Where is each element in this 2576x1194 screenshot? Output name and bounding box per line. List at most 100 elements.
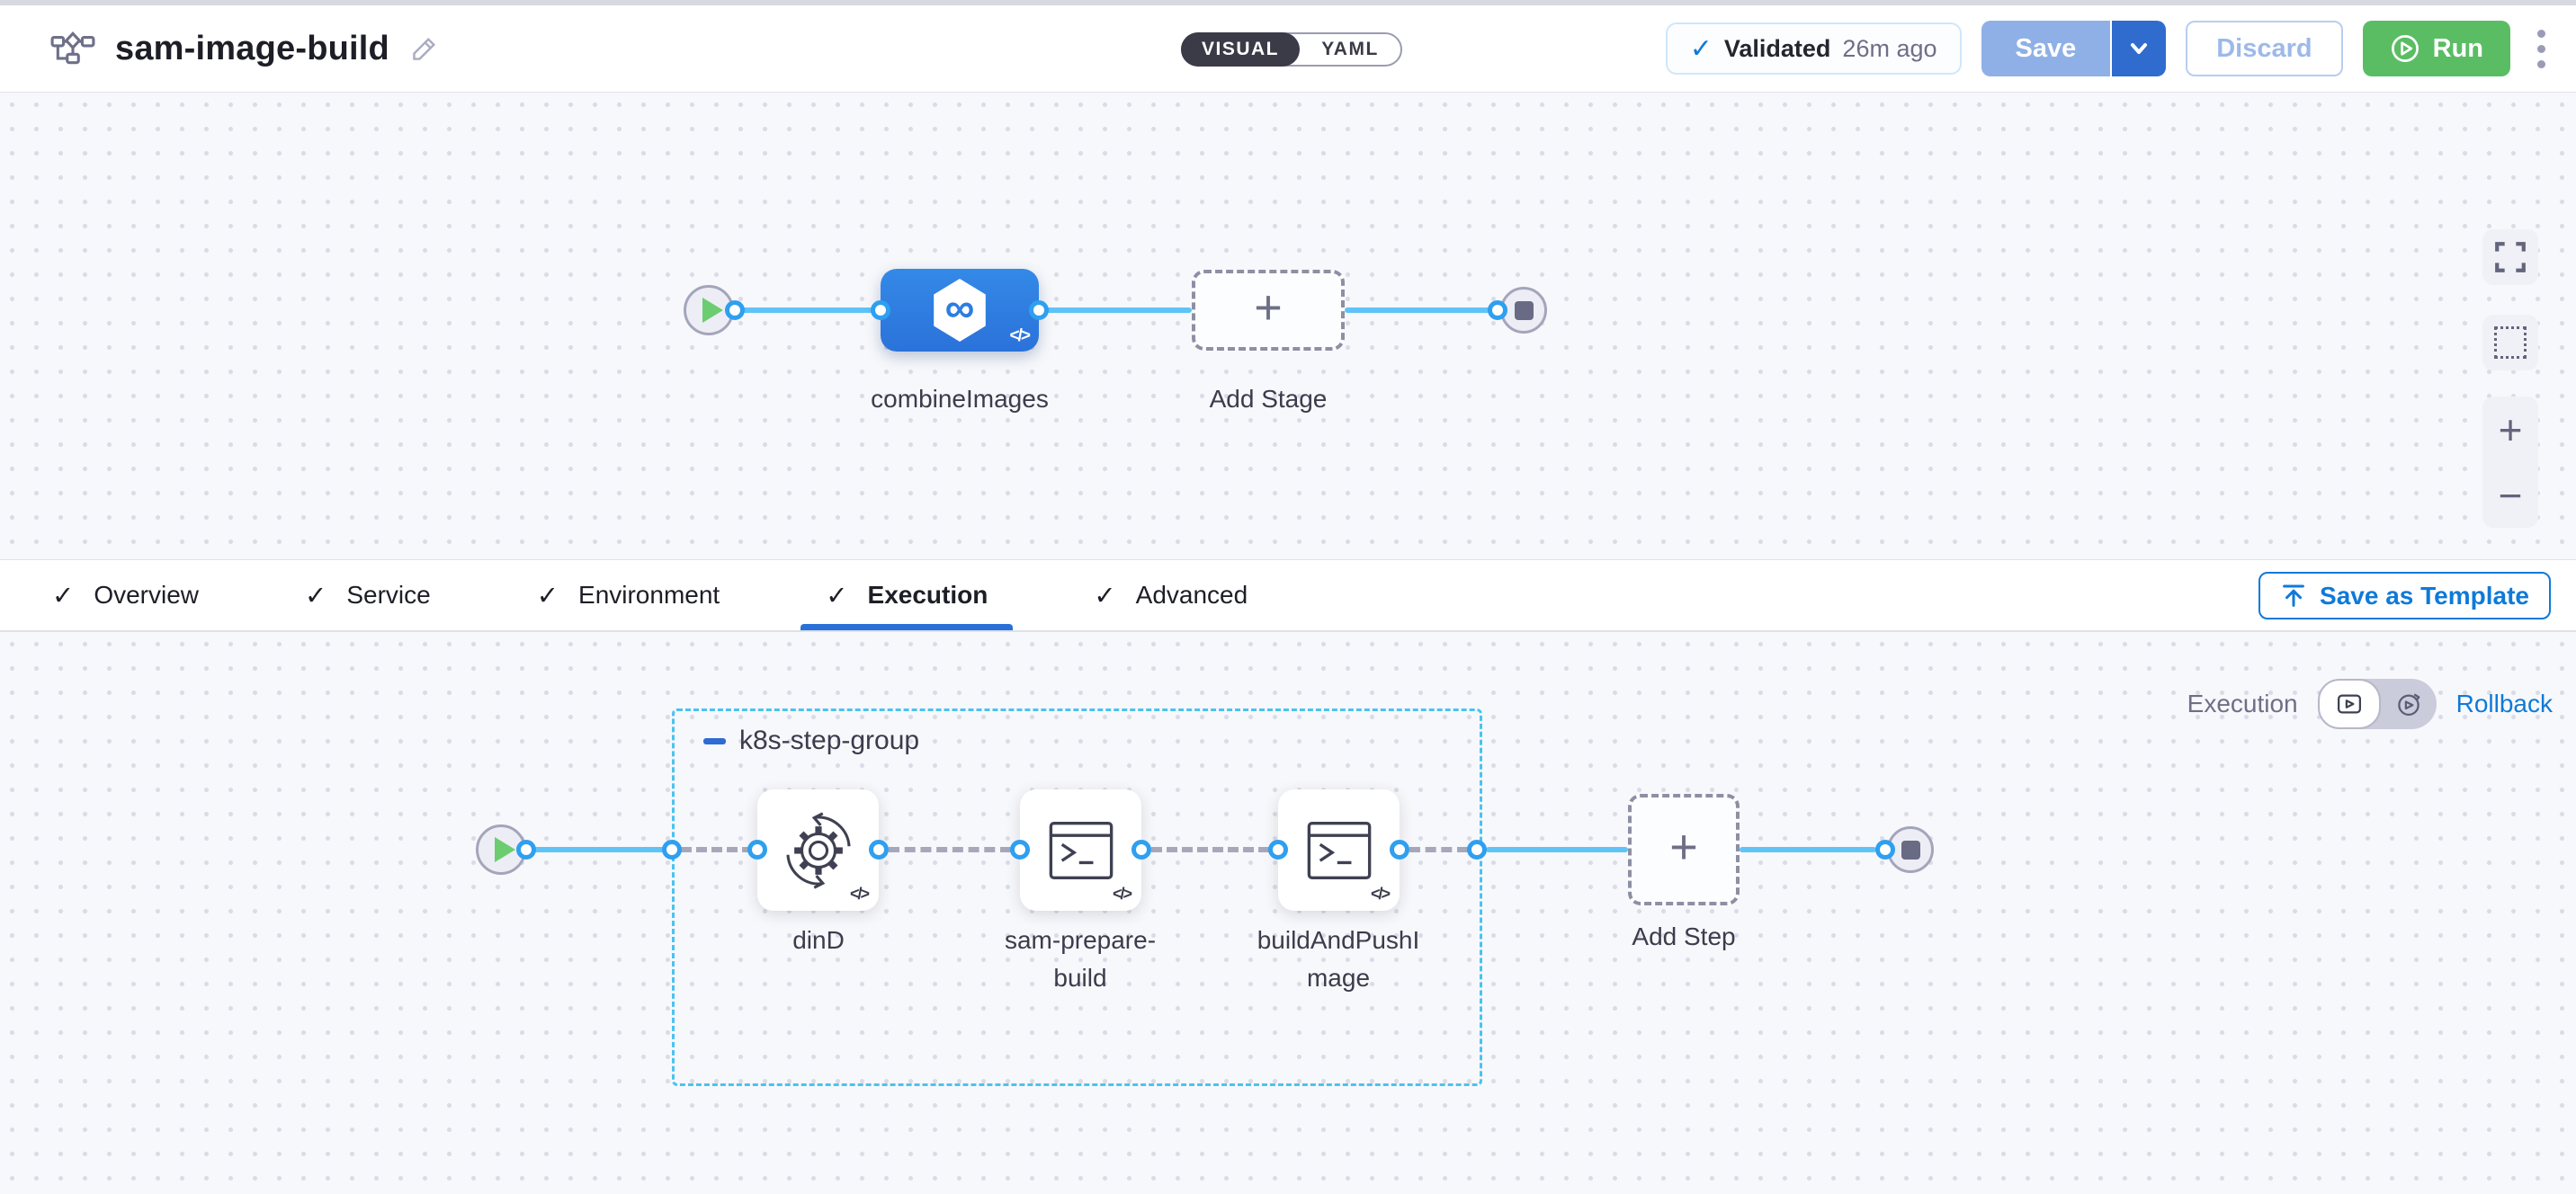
gear-sync-icon xyxy=(785,811,851,889)
discard-button[interactable]: Discard xyxy=(2186,21,2343,76)
connector-line xyxy=(1039,307,1192,313)
add-step-button[interactable]: + xyxy=(1628,794,1740,905)
connector-port[interactable] xyxy=(1029,300,1049,320)
connector-line xyxy=(1486,847,1628,852)
step-label: buildAndPushImage xyxy=(1257,926,1420,992)
chevron-down-icon xyxy=(2131,43,2148,54)
step-group-name: k8s-step-group xyxy=(739,726,920,755)
connector-line-dashed xyxy=(681,847,753,852)
connector-line xyxy=(735,307,881,313)
code-glyph-icon: </> xyxy=(1370,885,1391,903)
step-label: sam-prepare-build xyxy=(1004,926,1157,992)
tab-advanced[interactable]: ✓ Advanced xyxy=(1094,560,1248,630)
check-icon: ✓ xyxy=(52,581,75,610)
run-button[interactable]: Run xyxy=(2362,21,2510,76)
step-group-boundary[interactable] xyxy=(672,708,1482,1086)
play-box-icon xyxy=(2337,694,2361,714)
start-play-icon xyxy=(702,298,723,323)
connector-line xyxy=(526,847,667,852)
connector-line xyxy=(1740,847,1876,852)
connector-port[interactable] xyxy=(1875,840,1895,860)
validated-check-icon: ✓ xyxy=(1689,33,1713,64)
tab-label: Execution xyxy=(867,581,988,609)
toggle-visual[interactable]: VISUAL xyxy=(1181,32,1300,67)
connector-port[interactable] xyxy=(1131,840,1151,860)
stage-node-combineimages[interactable]: ∞ </> xyxy=(881,269,1039,352)
tab-environment[interactable]: ✓ Environment xyxy=(537,560,720,630)
execution-rollback-toggle[interactable] xyxy=(2317,679,2437,729)
step-label: dinD xyxy=(792,926,845,954)
connector-port[interactable] xyxy=(747,840,767,860)
check-icon: ✓ xyxy=(1094,581,1116,610)
add-stage-button[interactable]: + xyxy=(1192,270,1345,351)
add-step-label: Add Step xyxy=(1632,922,1736,950)
connector-port[interactable] xyxy=(1010,840,1030,860)
step-node-buildandpushimage[interactable]: </> xyxy=(1278,789,1400,911)
fullscreen-button[interactable] xyxy=(2482,229,2538,285)
connector-port[interactable] xyxy=(725,300,745,320)
header-bar: sam-image-build VISUAL YAML ✓ Validated … xyxy=(0,5,2576,93)
check-icon: ✓ xyxy=(536,581,559,610)
pipeline-start-node xyxy=(684,285,734,335)
more-options-icon[interactable] xyxy=(2530,29,2553,68)
connector-line-dashed xyxy=(889,847,1011,852)
connector-port[interactable] xyxy=(1390,840,1409,860)
connector-port[interactable] xyxy=(871,300,890,320)
pipeline-end-node xyxy=(1500,287,1547,334)
terminal-icon xyxy=(1049,821,1113,879)
save-button[interactable]: Save xyxy=(1981,21,2113,76)
header-left-group: sam-image-build xyxy=(50,5,440,92)
connector-port[interactable] xyxy=(1467,840,1487,860)
marquee-select-button[interactable] xyxy=(2482,315,2538,370)
rollback-circle-icon xyxy=(2397,693,2419,716)
collapse-group-icon[interactable] xyxy=(703,738,726,744)
tab-label: Overview xyxy=(94,581,200,609)
stage-label: combineImages xyxy=(871,385,1049,413)
stage-canvas[interactable]: ∞ </> + combineImages Add Stage + − xyxy=(0,93,2576,559)
zoom-out-button[interactable]: − xyxy=(2498,471,2523,519)
step-node-dind[interactable]: </> xyxy=(757,789,879,911)
execution-toggle-segment[interactable] xyxy=(2317,679,2381,729)
rollback-toggle-segment[interactable] xyxy=(2381,679,2437,729)
start-play-icon xyxy=(494,837,515,862)
add-stage-label: Add Stage xyxy=(1209,385,1328,413)
step-node-sam-prepare-build[interactable]: </> xyxy=(1020,789,1141,911)
zoom-in-button[interactable]: + xyxy=(2498,405,2523,453)
connector-line-dashed xyxy=(1151,847,1269,852)
execution-canvas[interactable]: Execution Rollback k8s-step-group xyxy=(0,632,2576,1194)
visual-yaml-toggle[interactable]: VISUAL YAML xyxy=(1181,32,1402,67)
plus-icon: + xyxy=(1669,820,1698,874)
code-glyph-icon: </> xyxy=(1009,326,1032,345)
toggle-yaml[interactable]: YAML xyxy=(1321,39,1379,59)
tab-execution[interactable]: ✓ Execution xyxy=(801,560,1014,630)
rollback-link[interactable]: Rollback xyxy=(2455,690,2553,717)
tab-overview[interactable]: ✓ Overview xyxy=(52,560,199,630)
header-actions: ✓ Validated 26m ago Save Discard Run xyxy=(1665,5,2553,92)
connector-port[interactable] xyxy=(516,840,536,860)
validated-label: Validated xyxy=(1723,34,1831,62)
tab-label: Environment xyxy=(578,581,720,609)
marquee-select-icon xyxy=(2494,326,2527,359)
connector-port[interactable] xyxy=(869,840,889,860)
save-as-template-label: Save as Template xyxy=(2320,581,2529,610)
save-dropdown-button[interactable] xyxy=(2112,21,2167,76)
connector-port[interactable] xyxy=(662,840,682,860)
upload-icon xyxy=(2283,584,2304,607)
connector-port[interactable] xyxy=(1268,840,1288,860)
tab-service[interactable]: ✓ Service xyxy=(305,560,431,630)
edit-pencil-icon[interactable] xyxy=(409,33,440,64)
pipeline-icon xyxy=(50,29,95,68)
execution-rollback-switch: Execution Rollback xyxy=(2187,679,2553,729)
terminal-icon xyxy=(1307,821,1371,879)
top-window-strip xyxy=(0,0,2576,5)
stop-square-icon xyxy=(1901,840,1920,860)
fullscreen-icon xyxy=(2495,242,2526,272)
stage-config-tabbar: ✓ Overview ✓ Service ✓ Environment ✓ Exe… xyxy=(0,559,2576,632)
connector-line-dashed xyxy=(1409,847,1468,852)
save-as-template-button[interactable]: Save as Template xyxy=(2258,572,2551,619)
tab-label: Service xyxy=(346,581,431,609)
plus-icon: + xyxy=(1254,281,1283,334)
validation-badge[interactable]: ✓ Validated 26m ago xyxy=(1665,22,1962,75)
connector-port[interactable] xyxy=(1488,300,1507,320)
